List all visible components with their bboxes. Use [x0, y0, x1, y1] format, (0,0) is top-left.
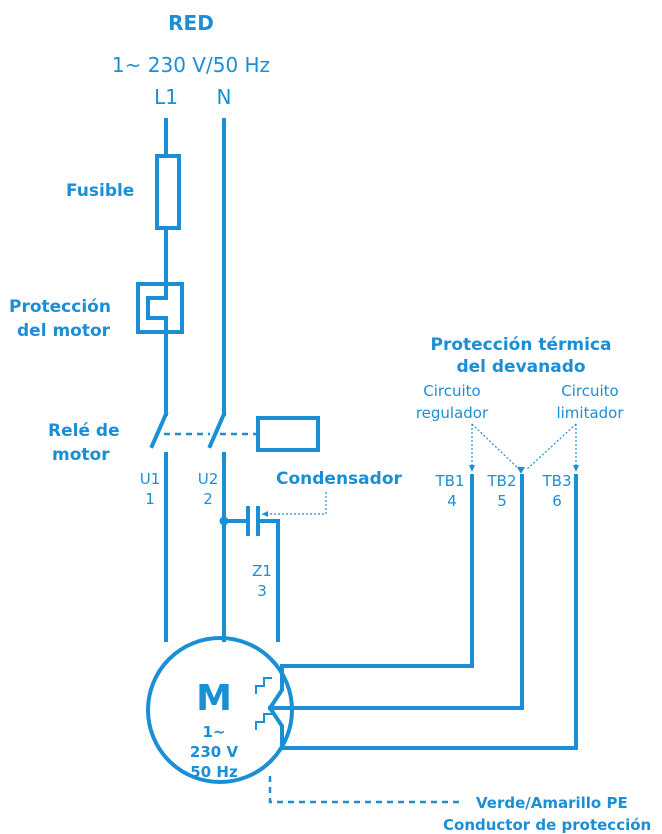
- motor-protection-label-1: Protección: [9, 297, 111, 317]
- limiter-label-1: Circuito: [561, 382, 618, 400]
- terminal-tb3: TB3: [542, 472, 572, 490]
- motor-frequency: 50 Hz: [190, 763, 238, 781]
- supply-label: 1~ 230 V/50 Hz: [112, 53, 270, 77]
- regulator-label-1: Circuito: [423, 382, 480, 400]
- thermal-title-1: Protección térmica: [431, 335, 612, 355]
- l1-label: L1: [154, 85, 178, 109]
- motor-protection-symbol: [136, 280, 184, 336]
- motor-voltage: 230 V: [190, 743, 239, 761]
- limiter-label-2: limitador: [556, 404, 624, 422]
- terminal-u2: U2: [198, 470, 219, 488]
- fuse-symbol: [155, 154, 181, 230]
- thermal-wires: [268, 474, 578, 750]
- relay-label-1: Relé de: [48, 421, 120, 441]
- fuse-label: Fusible: [66, 181, 134, 201]
- ground-conductor: [268, 776, 462, 804]
- terminal-tb2: TB2: [487, 472, 517, 490]
- terminal-z1-num: 3: [257, 582, 267, 600]
- terminal-z1: Z1: [252, 562, 272, 580]
- capacitor-pointer: [262, 492, 327, 515]
- thermal-pointers: [469, 423, 579, 474]
- relay-label-2: motor: [52, 445, 110, 465]
- motor-symbol: [146, 636, 294, 784]
- terminal-tb1: TB1: [435, 472, 465, 490]
- terminal-u1: U1: [140, 470, 161, 488]
- thermal-title-2: del devanado: [456, 357, 585, 377]
- capacitor-pointer-arrow: [262, 511, 268, 517]
- ground-label-2: Conductor de protección: [443, 816, 651, 834]
- relay-coil: [256, 416, 320, 452]
- motor-protection-label-2: del motor: [17, 321, 111, 341]
- terminal-u2-num: 2: [203, 490, 213, 508]
- terminal-tb2-num: 5: [497, 492, 507, 510]
- terminal-tb1-num: 4: [447, 492, 457, 510]
- motor-letter: M: [196, 678, 232, 719]
- capacitor-symbol: [219, 506, 280, 642]
- ground-label-1: Verde/Amarillo PE: [476, 794, 628, 812]
- terminal-tb3-num: 6: [552, 492, 562, 510]
- motor-phase: 1~: [202, 723, 225, 741]
- relay-contacts: [149, 411, 258, 449]
- capacitor-label: Condensador: [276, 469, 402, 489]
- network-title: RED: [168, 11, 214, 35]
- terminal-u1-num: 1: [145, 490, 155, 508]
- n-label: N: [217, 85, 232, 109]
- regulator-label-2: regulador: [416, 404, 489, 422]
- thermal-winding-symbol: [255, 664, 284, 750]
